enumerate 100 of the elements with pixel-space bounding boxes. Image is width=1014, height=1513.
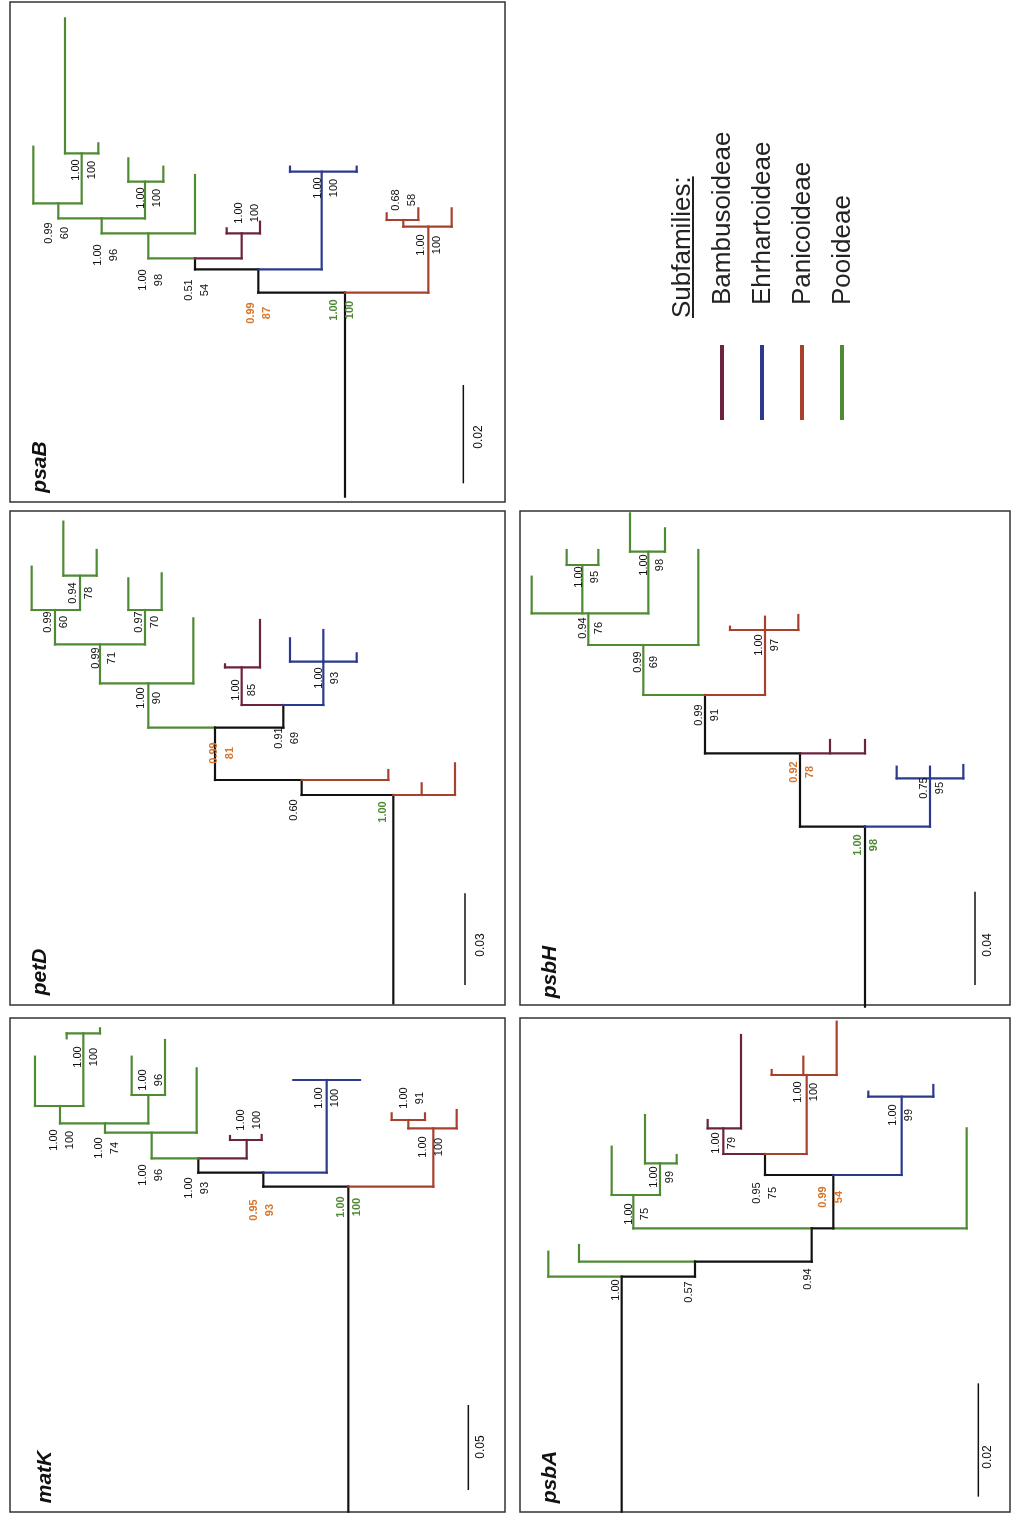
- bootstrap-value: 87: [260, 307, 272, 320]
- bootstrap-value: 96: [152, 1073, 164, 1087]
- posterior-probability: 0.99: [89, 647, 101, 670]
- panel-title: psbH: [537, 945, 559, 998]
- bootstrap-value: 54: [832, 1190, 844, 1203]
- posterior-probability: 1.00: [327, 299, 339, 321]
- bootstrap-value: 81: [223, 747, 235, 760]
- bootstrap-value: 99: [663, 1170, 675, 1183]
- posterior-probability: 1.00: [229, 679, 241, 701]
- bootstrap-value: 91: [413, 1092, 425, 1105]
- bootstrap-value: 98: [653, 558, 665, 572]
- bootstrap-value: 95: [588, 570, 600, 583]
- bootstrap-value: 100: [432, 1137, 444, 1156]
- posterior-probability: 1.00: [637, 554, 649, 576]
- bootstrap-value: 75: [638, 1207, 650, 1221]
- posterior-probability: 1.00: [312, 1087, 324, 1110]
- bootstrap-value: 99: [902, 1108, 914, 1122]
- bootstrap-value: 76: [592, 622, 604, 635]
- panel-title: psaB: [27, 441, 49, 493]
- posterior-probability: 0.75: [917, 777, 929, 800]
- posterior-probability: 0.99: [816, 1185, 828, 1208]
- posterior-probability: 1.00: [752, 634, 764, 656]
- posterior-probability: 0.99: [244, 302, 256, 325]
- bootstrap-value: 100: [63, 1130, 75, 1150]
- posterior-probability: 1.00: [136, 1164, 148, 1186]
- legend-label: Pooideae: [828, 195, 854, 305]
- panel-title: psbA: [537, 1450, 559, 1503]
- bootstrap-value: 100: [150, 189, 162, 208]
- bootstrap-value: 74: [108, 1142, 120, 1155]
- posterior-probability: 1.00: [91, 244, 103, 266]
- posterior-probability: 1.00: [416, 1135, 428, 1158]
- bootstrap-value: 85: [245, 683, 257, 697]
- bootstrap-value: 100: [430, 235, 442, 255]
- posterior-probability: 1.00: [609, 1279, 621, 1301]
- bootstrap-value: 97: [768, 638, 780, 652]
- bootstrap-value: 78: [82, 587, 94, 600]
- scale-value: 0.04: [980, 933, 993, 957]
- posterior-probability: 1.00: [311, 177, 323, 200]
- bootstrap-value: 100: [87, 1047, 99, 1066]
- posterior-probability: 1.00: [572, 565, 584, 588]
- posterior-probability: 0.94: [801, 1268, 813, 1291]
- bootstrap-value: 79: [725, 1137, 737, 1150]
- scale-value: 0.02: [980, 1445, 993, 1469]
- bootstrap-value: 90: [150, 692, 162, 705]
- bootstrap-value: 96: [152, 1168, 164, 1182]
- bootstrap-value: 71: [105, 652, 117, 665]
- posterior-probability: 0.97: [132, 610, 144, 633]
- posterior-probability: 0.99: [631, 650, 643, 673]
- posterior-probability: 0.99: [42, 222, 54, 245]
- bootstrap-value: 78: [803, 765, 815, 778]
- legend-heading: Subfamilies:: [668, 176, 694, 318]
- posterior-probability: 1.00: [647, 1165, 659, 1188]
- bootstrap-value: 69: [647, 655, 659, 668]
- bootstrap-value: 91: [708, 708, 720, 722]
- bootstrap-value: 100: [327, 179, 339, 198]
- posterior-probability: 1.00: [851, 834, 863, 856]
- posterior-probability: 0.57: [682, 1280, 694, 1303]
- posterior-probability: 1.00: [234, 1109, 246, 1131]
- bootstrap-value: 75: [766, 1187, 778, 1200]
- legend-label: Panicoideae: [788, 161, 814, 305]
- posterior-probability: 1.00: [791, 1080, 803, 1103]
- posterior-probability: 1.00: [134, 187, 146, 210]
- posterior-probability: 0.99: [41, 610, 53, 633]
- bootstrap-value: 93: [263, 1203, 275, 1217]
- scale-value: 0.03: [474, 933, 486, 957]
- posterior-probability: 1.00: [134, 687, 146, 710]
- posterior-probability: 0.91: [272, 727, 284, 750]
- posterior-probability: 1.00: [397, 1087, 409, 1110]
- posterior-probability: 1.00: [376, 800, 388, 823]
- posterior-probability: 0.60: [287, 799, 299, 821]
- posterior-probability: 1.00: [334, 1195, 346, 1218]
- bootstrap-value: 60: [58, 227, 70, 240]
- legend-label: Ehrhartoideae: [748, 141, 774, 305]
- posterior-probability: 1.00: [709, 1132, 721, 1155]
- scale-value: 0.02: [472, 425, 485, 449]
- posterior-probability: 0.92: [787, 760, 799, 783]
- bootstrap-value: 95: [933, 782, 945, 795]
- posterior-probability: 0.68: [389, 189, 401, 211]
- posterior-probability: 0.99: [692, 704, 704, 726]
- bootstrap-value: 100: [343, 300, 355, 320]
- posterior-probability: 1.00: [136, 269, 148, 291]
- posterior-probability: 1.00: [182, 1177, 194, 1200]
- bootstrap-value: 58: [405, 193, 417, 207]
- posterior-probability: 0.99: [207, 742, 219, 765]
- bootstrap-value: 70: [148, 615, 160, 628]
- bootstrap-value: 100: [350, 1197, 362, 1216]
- bootstrap-value: 100: [85, 160, 97, 180]
- bootstrap-value: 54: [198, 283, 210, 297]
- bootstrap-value: 98: [867, 838, 879, 852]
- bootstrap-value: 93: [328, 672, 340, 685]
- posterior-probability: 1.00: [92, 1137, 104, 1160]
- posterior-probability: 0.94: [576, 617, 588, 640]
- bootstrap-value: 60: [57, 615, 69, 628]
- posterior-probability: 1.00: [69, 159, 81, 181]
- bootstrap-value: 93: [198, 1182, 210, 1195]
- posterior-probability: 0.95: [750, 1182, 762, 1205]
- posterior-probability: 0.51: [182, 279, 194, 301]
- bootstrap-value: 98: [152, 273, 164, 287]
- posterior-probability: 1.00: [71, 1045, 83, 1068]
- posterior-probability: 0.94: [66, 582, 78, 605]
